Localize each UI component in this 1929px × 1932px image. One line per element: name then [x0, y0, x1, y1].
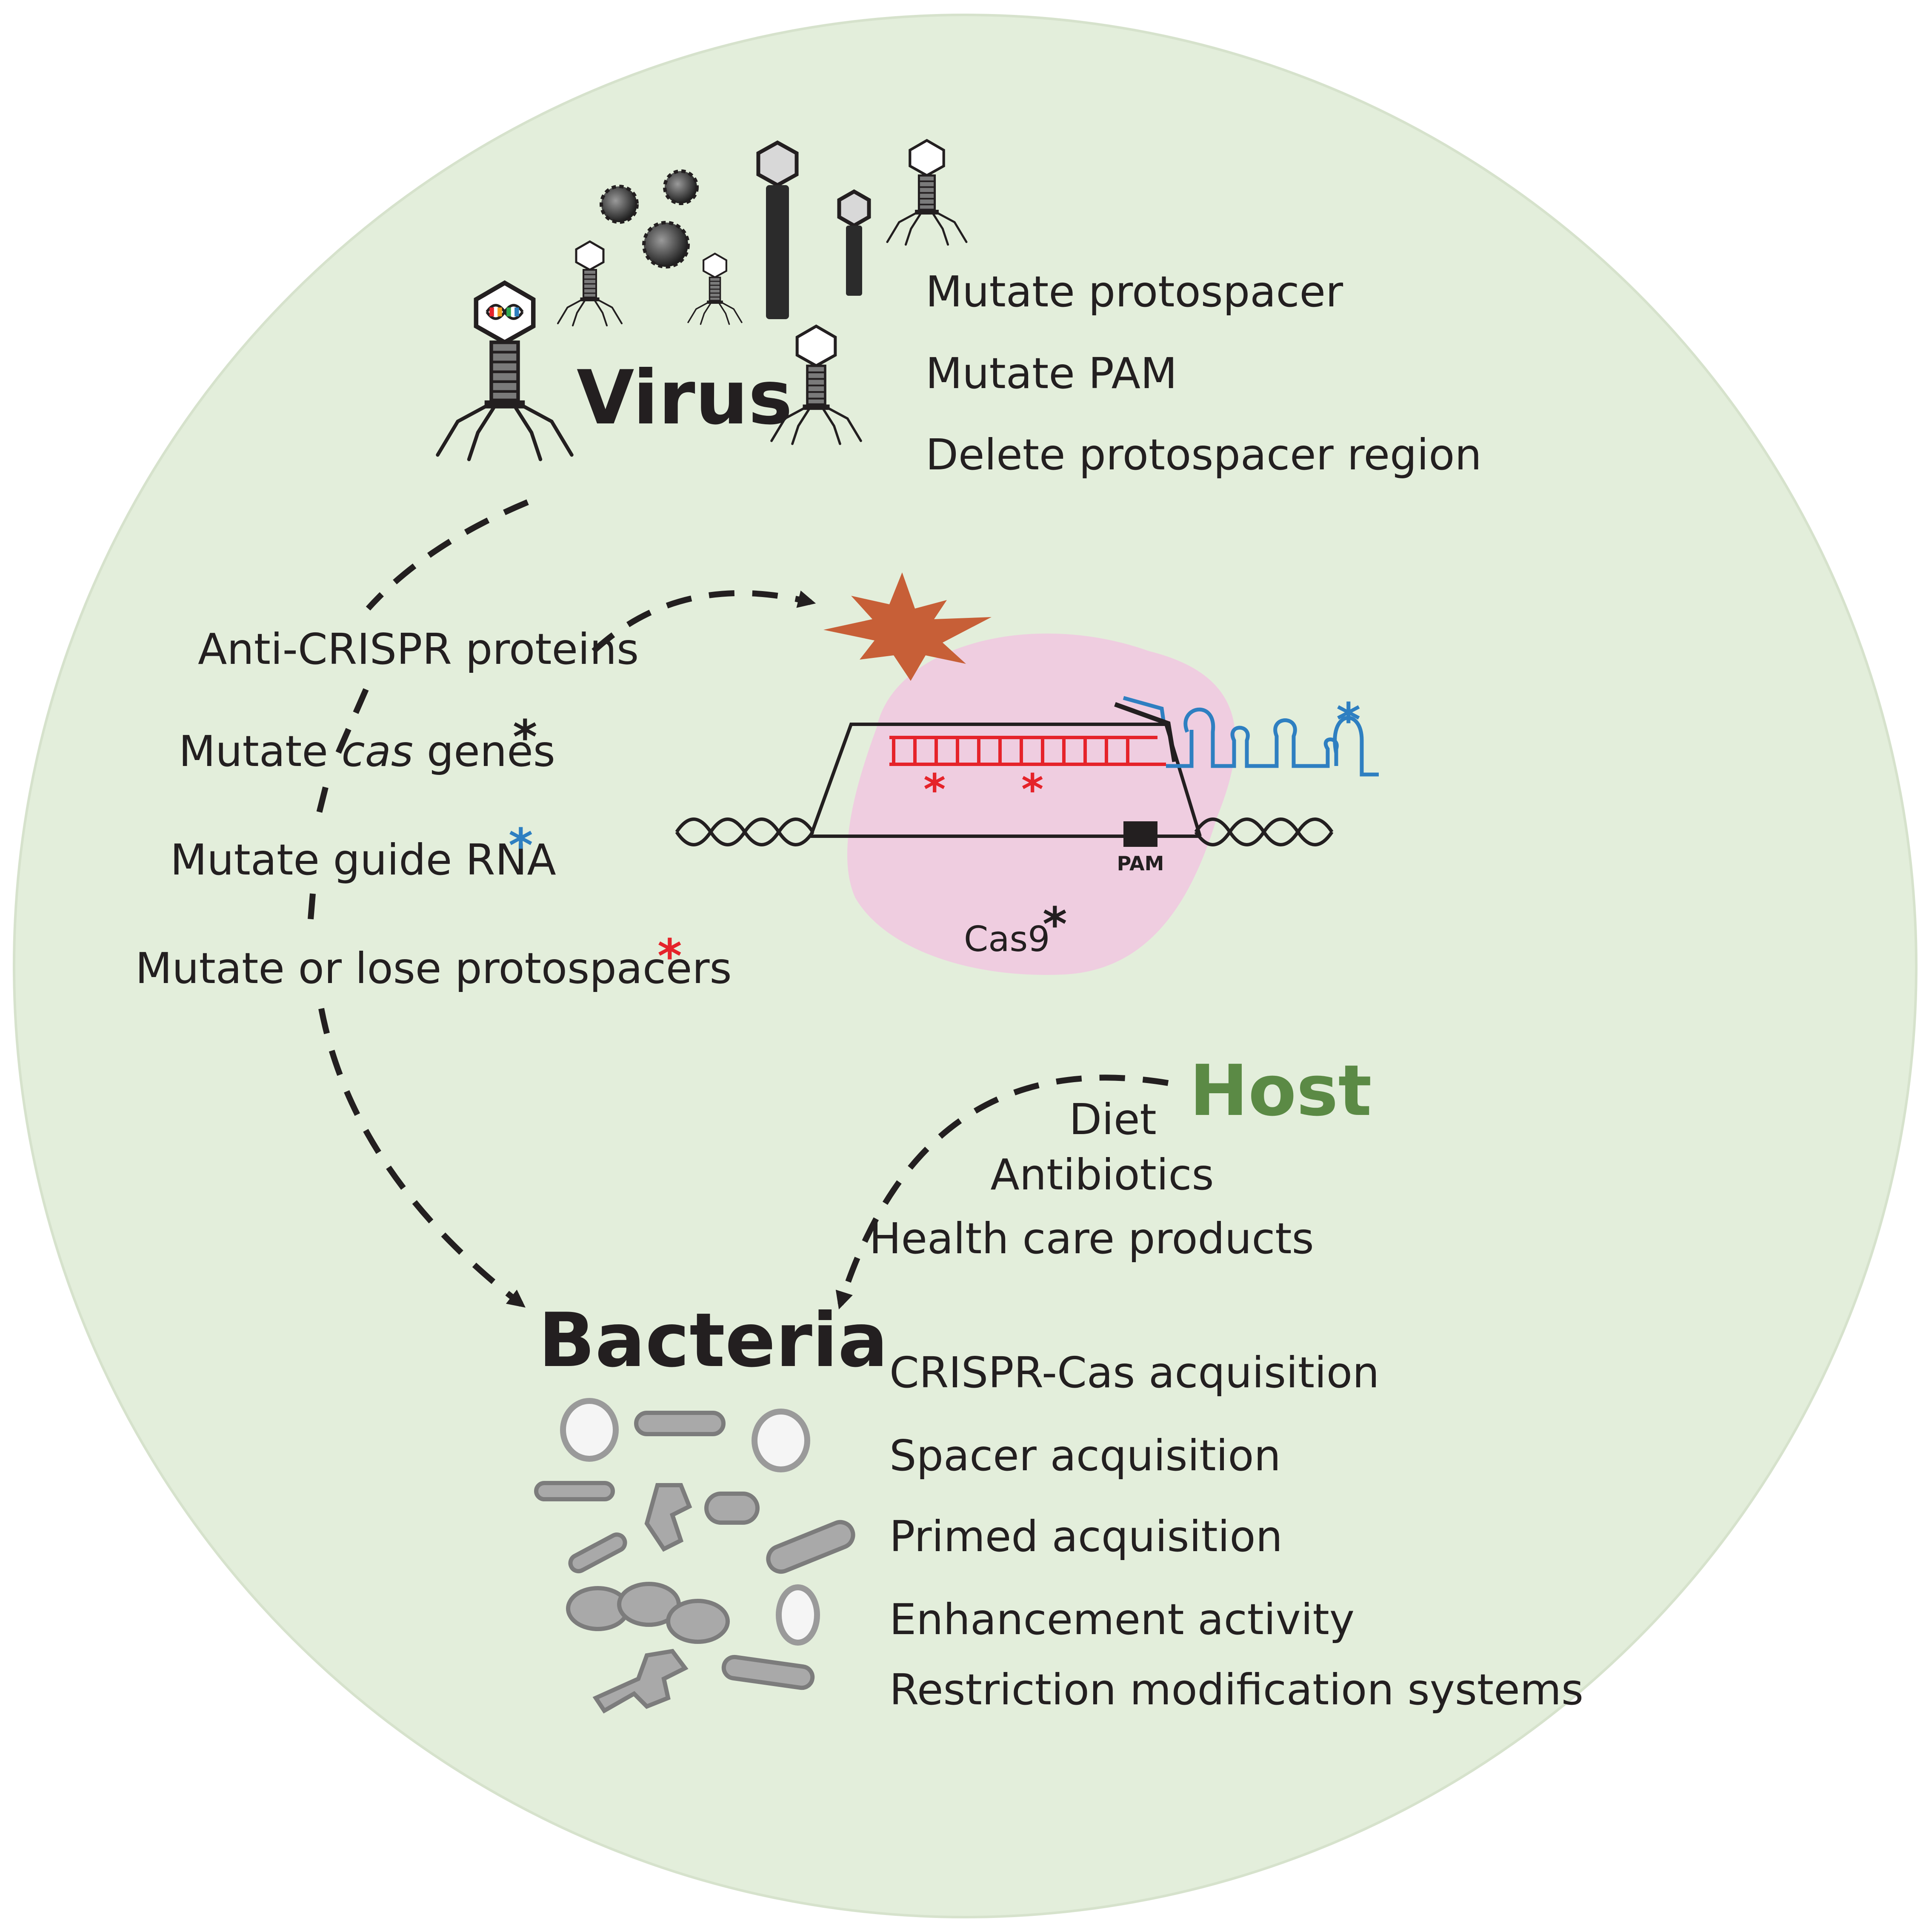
anti-crispr-starburst-icon — [823, 572, 992, 681]
bacteria-mechanism-item: Spacer acquisition — [889, 1431, 1281, 1480]
counter-to-bacteria-arrow — [318, 1008, 526, 1308]
guide-rna-asterisk: * — [509, 818, 533, 873]
cas9-asterisk: * — [1043, 897, 1067, 952]
host-factor-item: Diet — [1069, 1095, 1157, 1144]
virus-strategy-item: Mutate protospacer — [926, 267, 1343, 317]
virus-cluster: Virus — [438, 140, 967, 460]
bacteria-section: Bacteria CRISPR-Cas acquisition Spacer a… — [534, 1298, 1583, 1715]
cas-asterisk: * — [513, 710, 537, 764]
mutate-guide-rna-label: Mutate guide RNA — [170, 835, 556, 885]
mutate-cas-label: Mutate cas genes — [179, 726, 555, 776]
spacer-asterisk: * — [923, 765, 946, 815]
cas9-complex: * * * PAM Cas9 * — [675, 572, 1379, 975]
host-title: Host — [1189, 1050, 1372, 1132]
spiky-virus-icon — [600, 169, 699, 269]
bacteria-cells-icon — [534, 1398, 855, 1714]
background-circle — [13, 14, 1918, 1918]
counter-defense-list: Anti-CRISPR proteins Mutate cas genes * … — [135, 624, 732, 993]
counter-spine-dashed-line — [308, 688, 369, 920]
pam-box — [1123, 821, 1157, 847]
guide-rna-icon — [1123, 696, 1379, 777]
anti-crispr-label: Anti-CRISPR proteins — [198, 624, 639, 674]
host-factor-item: Antibiotics — [990, 1150, 1214, 1200]
guide-rna-complex-asterisk: * — [1336, 693, 1361, 747]
spacer-asterisk: * — [1021, 765, 1043, 815]
phage-with-dna-icon — [438, 283, 572, 460]
anti-crispr-to-complex-arrow — [592, 590, 816, 654]
host-to-bacteria-arrow — [835, 1075, 1169, 1310]
cas9-protein-blob — [847, 633, 1236, 975]
virus-strategy-item: Delete protospacer region — [926, 430, 1482, 480]
host-factor-item: Health care products — [869, 1214, 1314, 1263]
spacer-pairing — [889, 736, 1166, 766]
virus-strategy-list: Mutate protospacer Mutate PAM Delete pro… — [926, 267, 1482, 480]
bacteria-title: Bacteria — [538, 1298, 888, 1384]
guide-dna-strand — [1114, 702, 1177, 762]
bacteria-mechanism-item: Primed acquisition — [889, 1512, 1283, 1561]
pam-label: PAM — [1117, 852, 1164, 875]
filamentous-phage-icon — [756, 140, 871, 319]
virus-title: Virus — [577, 355, 792, 441]
virus-strategy-item: Mutate PAM — [926, 349, 1177, 398]
bacteria-mechanism-item: CRISPR-Cas acquisition — [889, 1348, 1379, 1398]
host-section: Host Diet Antibiotics Health care produc… — [869, 1050, 1372, 1263]
virus-to-counter-dashed-line — [366, 499, 529, 611]
cas9-label: Cas9 — [964, 919, 1050, 960]
bacteria-mechanism-item: Enhancement activity — [889, 1595, 1355, 1644]
flow-arrows — [308, 499, 1169, 1310]
protospacer-asterisk: * — [657, 929, 682, 983]
mutate-protospacers-label: Mutate or lose protospacers — [135, 943, 732, 993]
bacteria-mechanism-item: Restriction modification systems — [889, 1665, 1583, 1715]
